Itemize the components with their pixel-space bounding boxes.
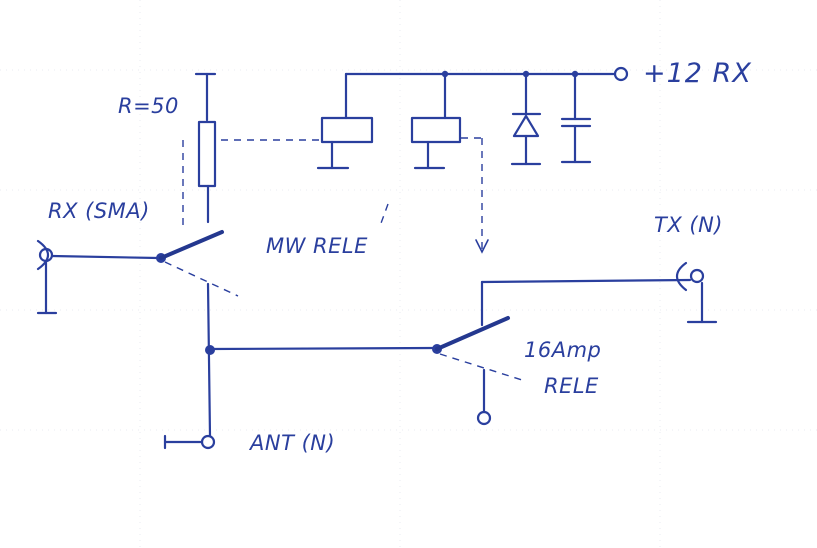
- rx-connector: [36, 239, 58, 315]
- supply-rail: [344, 66, 629, 120]
- tx-connector: [675, 261, 718, 324]
- rx-port-label: RX (SMA): [48, 199, 150, 223]
- relay-16a-label-line1: 16Amp: [524, 338, 601, 362]
- ant-port-label: ANT (N): [248, 431, 335, 455]
- supply-terminal: [613, 66, 629, 82]
- resistor-label: R=50: [118, 94, 179, 118]
- antenna-line: [163, 282, 436, 450]
- ant-terminal: [200, 434, 216, 450]
- mw-relay-switch: [50, 230, 239, 297]
- tx-port-label: TX (N): [654, 213, 723, 237]
- relay-coil-2: [410, 72, 462, 170]
- relay-coil-1: [316, 116, 374, 170]
- supply-label: +12 RX: [643, 58, 752, 89]
- mechanical-links: [182, 137, 489, 254]
- capacitor: [560, 72, 592, 164]
- resistor-r50: [194, 72, 217, 224]
- relay-16a-label-line2: RELE: [544, 374, 599, 398]
- power-relay-switch: [432, 278, 692, 426]
- diode: [510, 72, 542, 166]
- mw-relay-label: MW RELE: [266, 234, 368, 258]
